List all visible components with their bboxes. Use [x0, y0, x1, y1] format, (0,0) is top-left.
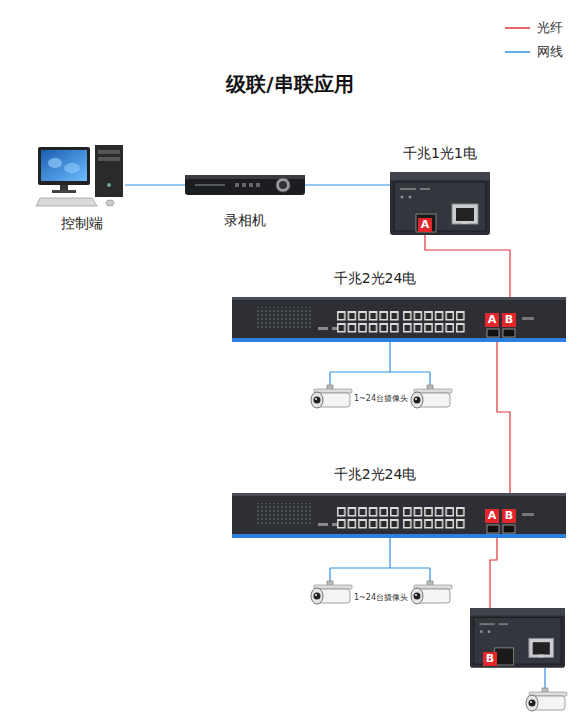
switch-icon	[232, 297, 566, 342]
fiber-cable	[425, 235, 510, 297]
network-cable	[125, 184, 185, 185]
media-converter: B	[470, 608, 565, 668]
camera-icon	[411, 581, 452, 604]
computer-icon	[36, 145, 123, 206]
legend-line	[505, 27, 530, 29]
fiber-cable	[497, 342, 510, 493]
video-recorder: 录相机	[185, 175, 305, 195]
converter-icon	[390, 172, 490, 235]
switch-icon	[232, 493, 566, 538]
camera-icon	[311, 385, 352, 408]
camera-label: 1~24台摄像头	[353, 593, 409, 603]
network-cable	[389, 538, 390, 568]
camera-icon	[526, 688, 567, 711]
poe-switch: 千兆2光24电AB	[232, 493, 566, 538]
diagram-title: 级联/串联应用	[226, 72, 353, 96]
fiber-cable	[490, 538, 497, 608]
port-badge: B	[502, 313, 516, 327]
network-cable	[305, 184, 390, 185]
port-badge: A	[418, 218, 432, 232]
port-badge: A	[485, 313, 499, 327]
camera-group: 1~24台摄像头	[305, 372, 450, 414]
legend-text: 光纤	[537, 20, 563, 36]
media-converter: 千兆1光1电A	[390, 172, 490, 235]
poe-switch: 千兆2光24电AB	[232, 297, 566, 342]
device-label: 千兆1光1电	[403, 145, 477, 162]
camera-icon	[311, 581, 352, 604]
port-badge: B	[502, 509, 516, 523]
device-label: 千兆2光24电	[334, 466, 417, 483]
network-cable	[389, 342, 390, 372]
camera-group: 1~24台摄像头	[305, 568, 450, 610]
device-label: 千兆2光24电	[334, 270, 417, 287]
device-label: 控制端	[61, 215, 103, 232]
legend-line	[505, 51, 530, 53]
device-label: 录相机	[224, 212, 266, 229]
converter-icon	[470, 608, 565, 668]
camera-wire	[330, 372, 545, 688]
port-badge: A	[485, 509, 499, 523]
dvr-icon	[185, 175, 305, 195]
camera-icon	[411, 385, 452, 408]
port-badge: B	[483, 652, 497, 666]
camera-label: 1~24台摄像头	[353, 394, 409, 404]
control-computer: 控制端	[35, 145, 125, 208]
legend-text: 网线	[537, 44, 563, 60]
